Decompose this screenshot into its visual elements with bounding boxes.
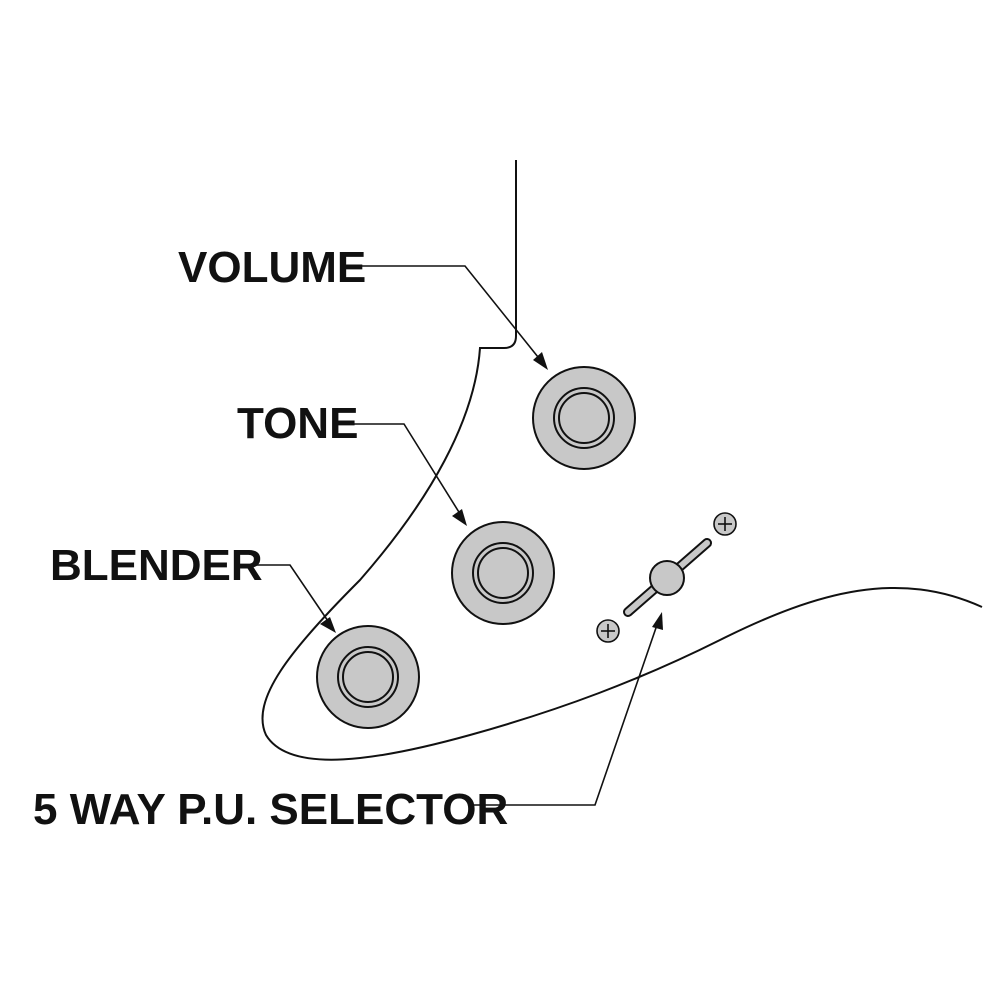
blender-arrow-icon — [320, 617, 336, 633]
selector-label: 5 WAY P.U. SELECTOR — [33, 785, 508, 834]
volume-label: VOLUME — [178, 243, 366, 292]
blender-knob[interactable] — [316, 625, 420, 729]
body-outline — [261, 160, 983, 761]
blender-label: BLENDER — [50, 541, 263, 590]
volume-leader — [352, 265, 543, 363]
tone-knob[interactable] — [451, 521, 555, 625]
volume-arrow-icon — [533, 352, 548, 370]
selector-screw-top-icon — [713, 512, 737, 536]
pickup-selector-switch[interactable] — [623, 538, 712, 617]
tone-arrow-icon — [452, 509, 467, 526]
volume-knob[interactable] — [532, 366, 636, 470]
blender-leader — [239, 564, 331, 625]
selector-screw-bottom-icon — [596, 619, 620, 643]
tone-leader — [346, 423, 463, 518]
selector-leader — [470, 621, 659, 806]
selector-arrow-icon — [652, 612, 663, 630]
tone-label: TONE — [237, 399, 358, 448]
